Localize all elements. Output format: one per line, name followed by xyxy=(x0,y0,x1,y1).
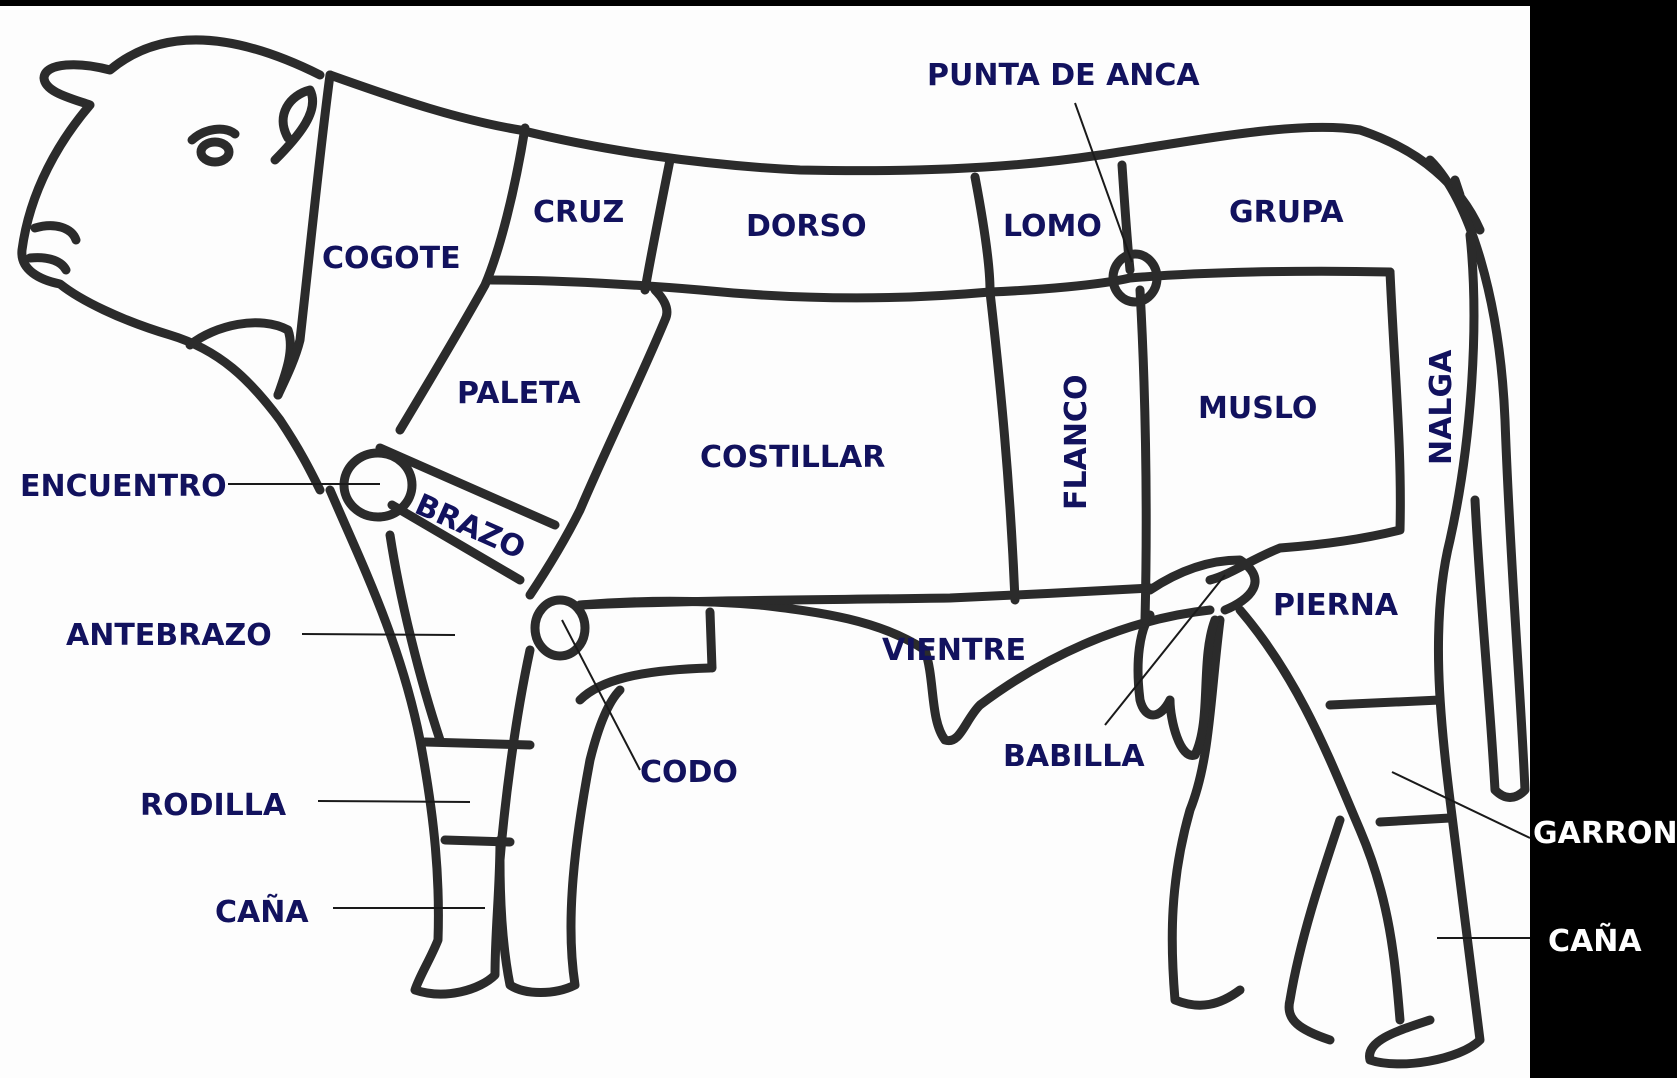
neck-line xyxy=(273,70,335,400)
babilla-line xyxy=(1145,555,1260,615)
lomo-grupa-line xyxy=(1117,160,1135,275)
label-punta-de-anca: PUNTA DE ANCA xyxy=(927,58,1200,93)
label-paleta: PALETA xyxy=(457,376,581,411)
lower-mid-line xyxy=(575,583,1155,610)
punta-de-anca-pointer xyxy=(1074,102,1133,263)
label-nalga: NALGA xyxy=(1424,349,1459,465)
label-rodilla: RODILLA xyxy=(140,788,287,823)
label-lomo: LOMO xyxy=(1003,209,1102,244)
mouth-outline xyxy=(25,221,81,275)
head-outline xyxy=(17,35,325,495)
pointer-lines xyxy=(228,102,1531,939)
label-cana-front: CAÑA xyxy=(215,893,309,930)
label-dorso: DORSO xyxy=(746,209,867,244)
paleta-costillar-line xyxy=(525,285,672,600)
eye-outline xyxy=(196,137,234,167)
brazo-band xyxy=(375,443,560,585)
rear-leg-inner-outline xyxy=(1235,605,1405,1045)
label-grupa: GRUPA xyxy=(1229,195,1344,230)
tail-outline xyxy=(1425,155,1530,802)
punta-de-anca-circle xyxy=(1108,249,1162,307)
udder-outline xyxy=(1133,610,1220,760)
rear-cannon-band xyxy=(1375,813,1455,827)
label-garron: GARRON xyxy=(1533,816,1677,851)
label-encuentro: ENCUENTRO xyxy=(20,469,227,504)
dorso-lomo-line xyxy=(970,172,995,295)
paper-background xyxy=(0,6,1530,1078)
antebrazo-pointer xyxy=(301,633,456,636)
babilla-pointer xyxy=(1104,574,1226,726)
label-codo: CODO xyxy=(640,755,738,790)
upper-mid-line xyxy=(485,266,1395,303)
label-muslo: MUSLO xyxy=(1198,391,1317,426)
cruz-dorso-line xyxy=(640,155,675,295)
flanco-muslo-line xyxy=(1135,285,1151,625)
garron-pointer xyxy=(1391,771,1531,839)
neck-shoulder-line xyxy=(395,123,530,435)
rodilla-pointer xyxy=(317,800,471,803)
costillar-flanco-line xyxy=(985,287,1020,605)
cow-outline xyxy=(17,35,1530,1069)
label-cana-rear: CAÑA xyxy=(1548,922,1642,959)
label-antebrazo: ANTEBRAZO xyxy=(66,618,272,653)
label-cruz: CRUZ xyxy=(533,195,624,230)
label-costillar: COSTILLAR xyxy=(700,440,885,475)
tail-tip-outline xyxy=(1450,175,1465,200)
far-hind-leg-outline xyxy=(1167,615,1245,1010)
cut-labels: PUNTA DE ANCA COGOTE CRUZ DORSO LOMO GRU… xyxy=(20,58,1677,959)
rear-hock-band xyxy=(1325,695,1445,710)
codo-circle xyxy=(530,595,590,661)
label-vientre: VIENTRE xyxy=(882,633,1026,668)
back-outline xyxy=(325,70,1485,235)
vientre-divider xyxy=(705,607,717,673)
label-babilla: BABILLA xyxy=(1003,739,1145,774)
eyebrow-outline xyxy=(187,124,240,145)
label-pierna: PIERNA xyxy=(1273,588,1399,623)
label-cogote: COGOTE xyxy=(322,241,461,276)
muslo-right-line xyxy=(1205,267,1405,585)
front-leg-outer-outline xyxy=(325,485,505,999)
label-flanco: FLANCO xyxy=(1059,375,1094,510)
front-leg-inner-outline xyxy=(385,530,625,997)
foreleg-inner-outline xyxy=(575,663,715,705)
front-cannon-band xyxy=(440,835,515,847)
front-knee-band xyxy=(420,737,535,750)
codo-pointer xyxy=(561,619,641,771)
ear-outline xyxy=(270,85,318,165)
